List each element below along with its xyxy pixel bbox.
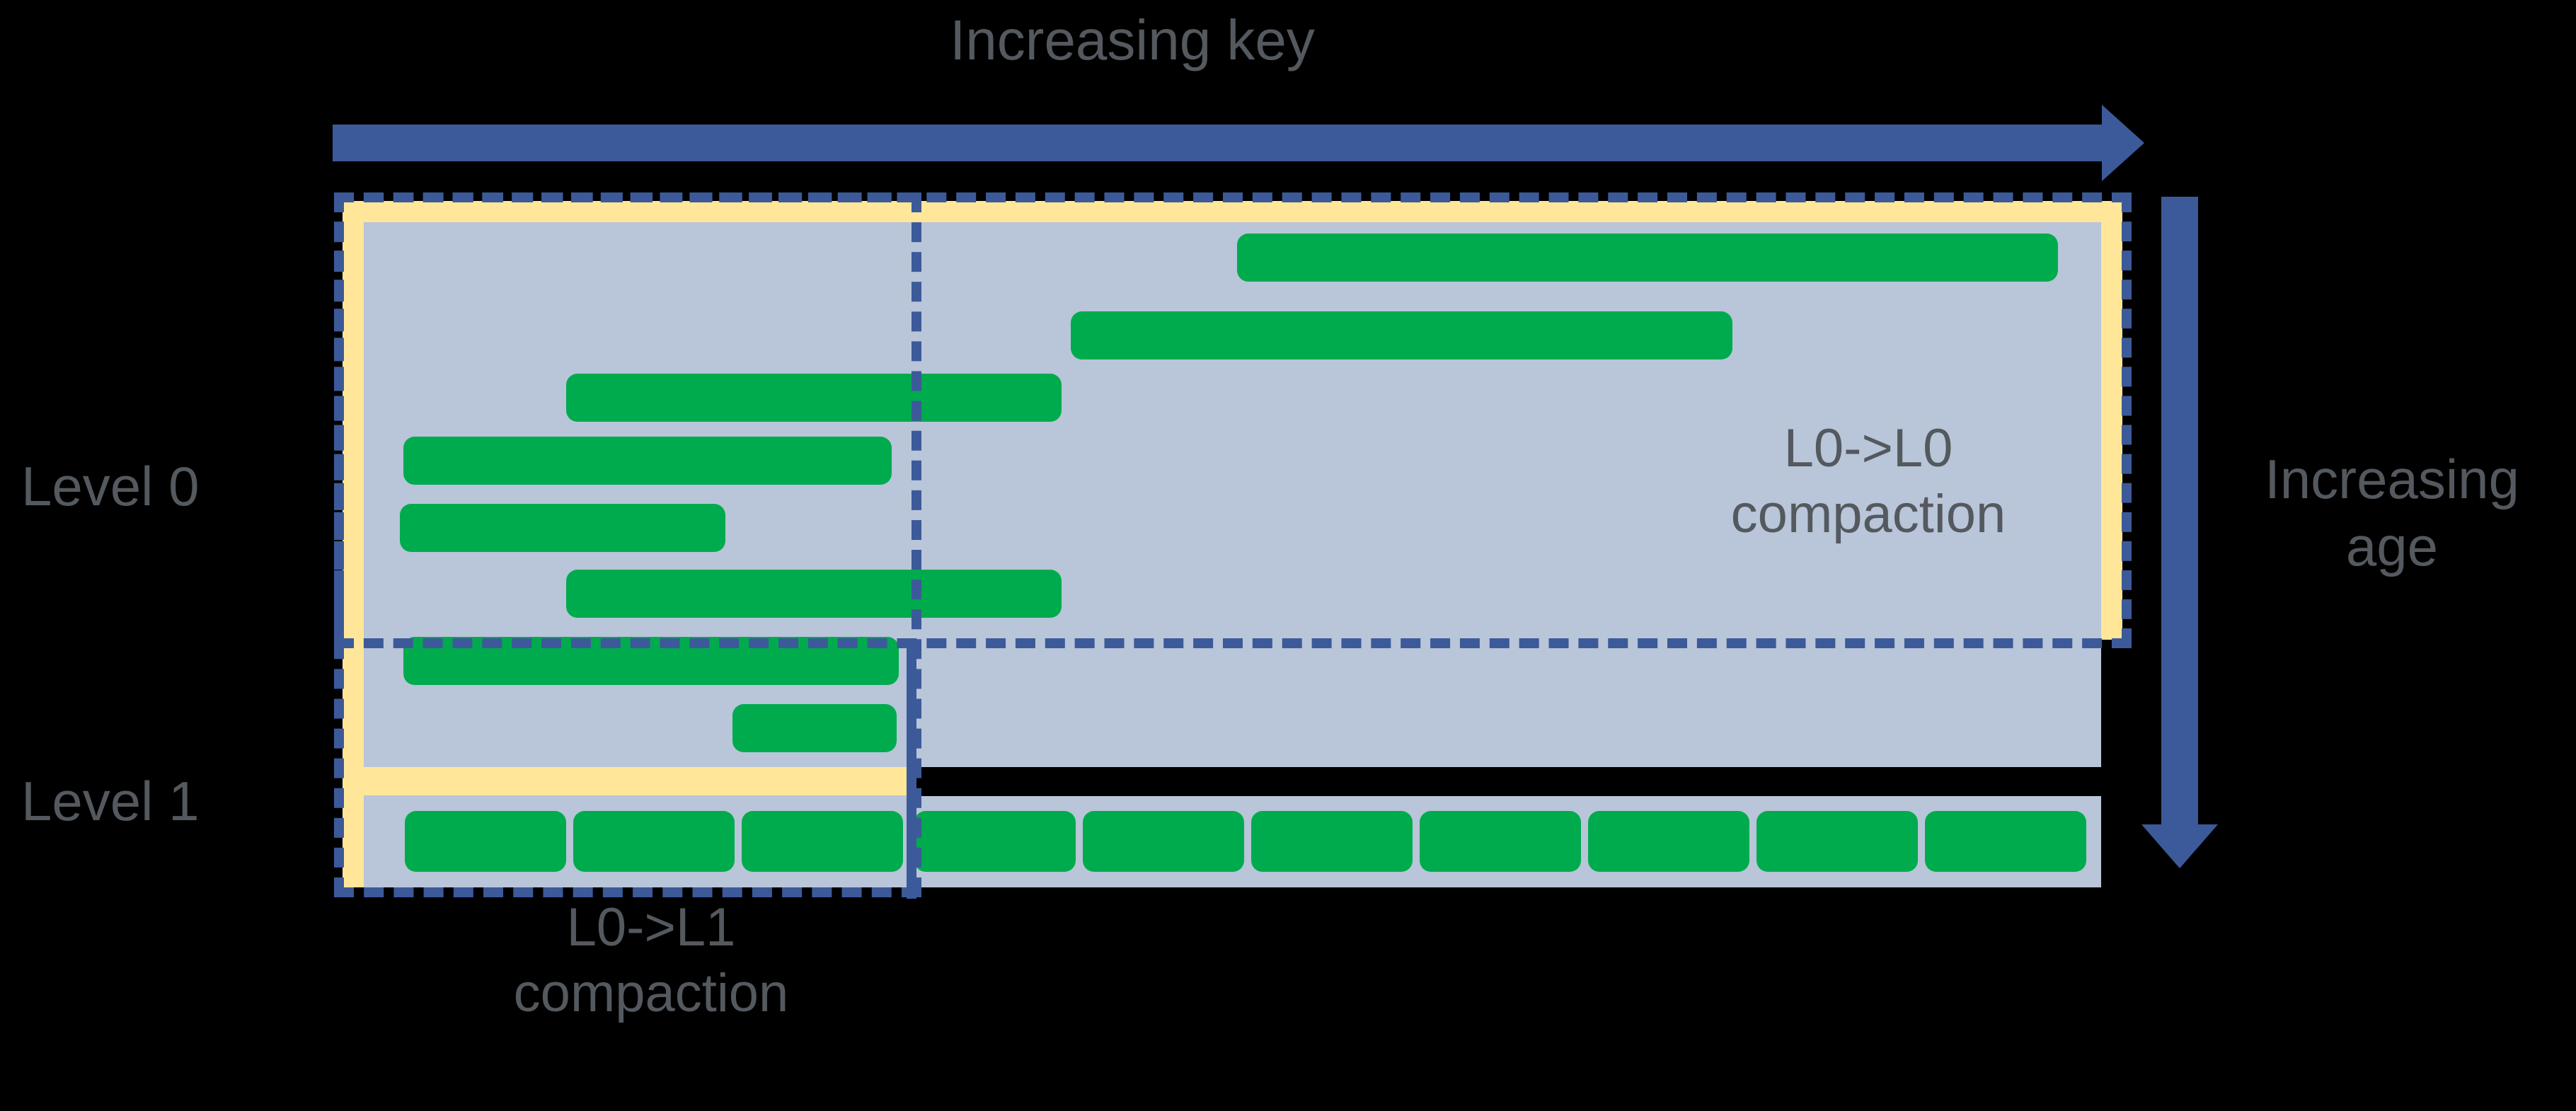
level-separator-gap [916,768,2127,796]
sstable-l0-1 [1237,234,2058,282]
sstable-l1-4 [914,811,1076,872]
sstable-l1-8 [1588,811,1749,872]
level-0-label: Level 0 [21,455,200,517]
sstable-l1-6 [1251,811,1413,872]
l0-l1-inner-divider [907,644,916,899]
sstable-l1-3 [742,811,903,872]
l0-l0-compaction-label: L0->L0 compaction [1730,418,2006,544]
sstable-l0-2 [1071,311,1732,359]
sstable-l0-5 [400,504,725,552]
sstable-l0-4 [403,437,892,485]
sstable-l0-3 [566,374,1062,422]
sstable-l1-1 [405,811,566,872]
sstable-l0-8 [732,704,897,752]
l0-l1-compaction-outline [334,192,921,897]
increasing-age-arrow-shaft [2161,197,2198,827]
increasing-age-arrow-head-icon [2141,824,2218,868]
sstable-l1-9 [1756,811,1918,872]
sstable-l1-5 [1083,811,1244,872]
increasing-key-label: Increasing key [950,8,1315,71]
increasing-key-arrow-shaft [333,125,2105,161]
sstable-l1-7 [1420,811,1581,872]
sstable-l0-6 [566,570,1062,618]
increasing-age-label: Increasing age [2265,448,2519,578]
sstable-l1-2 [573,811,735,872]
l0-l1-compaction-label: L0->L1 compaction [513,897,789,1023]
sstable-l1-10 [1925,811,2086,872]
increasing-key-arrow-head-icon [2102,105,2144,181]
level-1-label: Level 1 [21,770,200,832]
